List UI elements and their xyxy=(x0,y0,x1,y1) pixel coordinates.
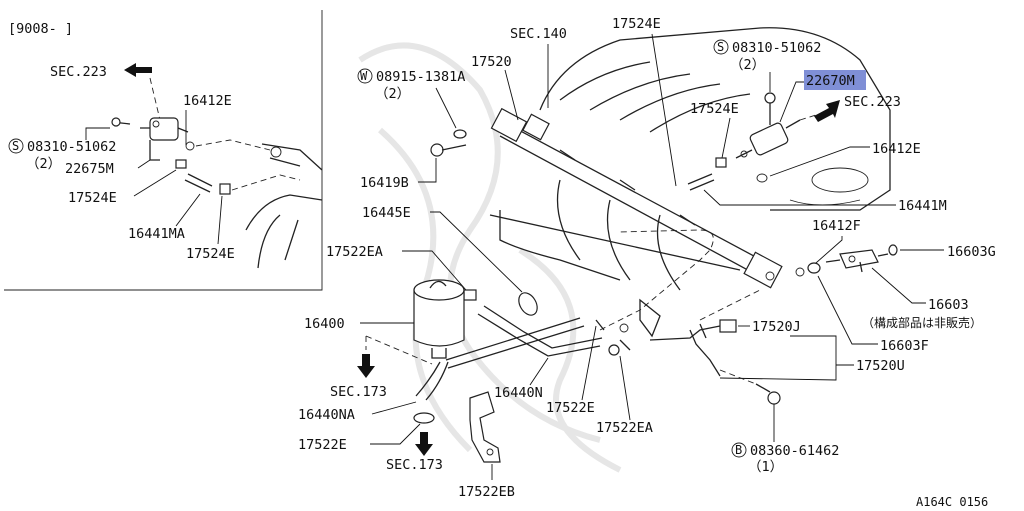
label-17520J: 17520J xyxy=(752,319,801,335)
label-16400: 16400 xyxy=(304,316,345,332)
inset-label-16441MA: 16441MA xyxy=(128,226,185,242)
fuel-filter-16400 xyxy=(413,279,465,359)
inset-label-22675M: 22675M xyxy=(65,161,114,177)
sec-173-arrow-b-icon xyxy=(415,432,433,456)
clip-16445E xyxy=(518,292,538,316)
bolt-top-qty: （2） xyxy=(730,57,765,73)
inset-label-17524E-b: 17524E xyxy=(186,246,235,262)
label-sec-173-a: SEC.173 xyxy=(330,384,387,400)
label-16412F: 16412F xyxy=(812,218,861,234)
label-17522E-bot: 17522E xyxy=(298,437,347,453)
label-17524E-top: 17524E xyxy=(612,16,661,32)
label-16441M: 16441M xyxy=(898,198,947,214)
inset-bolt-code: 08310-51062 xyxy=(27,139,116,155)
sec-173-arrow-a-icon xyxy=(357,354,375,378)
bolt-bottom xyxy=(755,383,781,405)
label-sec-223: SEC.223 xyxy=(844,94,901,110)
label-16412E: 16412E xyxy=(872,141,921,157)
label-17522E-mid: 17522E xyxy=(546,400,595,416)
label-22670M[interactable]: 22670M xyxy=(806,73,855,89)
intake-manifold xyxy=(489,27,891,291)
label-17522EA-top: 17522EA xyxy=(326,244,383,260)
bracket-17522EB xyxy=(469,391,501,463)
washer-code: 08915-1381A xyxy=(376,69,465,85)
label-not-sold-note: （構成部品は非販売） xyxy=(862,315,982,330)
label-17520U: 17520U xyxy=(856,358,905,374)
inset-label-16412E: 16412E xyxy=(183,93,232,109)
washer-qty: （2） xyxy=(375,86,410,102)
label-17522EB: 17522EB xyxy=(458,484,515,500)
inset-label-17524E-a: 17524E xyxy=(68,190,117,206)
fuel-hose-16440N xyxy=(415,305,603,401)
label-17524E-mid: 17524E xyxy=(690,101,739,117)
label-16440N: 16440N xyxy=(494,385,543,401)
label-16603: 16603 xyxy=(928,297,969,313)
bolt-top-code: 08310-51062 xyxy=(732,40,821,56)
inset-bolt-qty: （2） xyxy=(26,156,61,172)
pressure-solenoid-valve xyxy=(735,119,801,159)
inset-arrow-icon xyxy=(124,63,152,77)
label-16603G: 16603G xyxy=(947,244,996,260)
label-17522EA-bot: 17522EA xyxy=(596,420,653,436)
label-sec-173-b: SEC.173 xyxy=(386,457,443,473)
label-16419B: 16419B xyxy=(360,175,409,191)
bolt-bottom-code: 08360-61462 xyxy=(750,443,839,459)
sec-223-arrow-icon xyxy=(814,100,840,122)
inset-solenoid-valve xyxy=(140,117,189,161)
inset-bolt-symbol: S xyxy=(12,139,19,153)
bolt-16419B xyxy=(430,143,467,157)
fuel-rail-17520 xyxy=(490,107,783,289)
highlight-22670M xyxy=(804,70,866,90)
bolt-bottom-qty: （1） xyxy=(748,459,783,475)
bolt-bottom-symbol: B xyxy=(735,443,742,457)
label-16603F: 16603F xyxy=(880,338,929,354)
bolt-top-symbol: S xyxy=(717,40,724,54)
inset-panel: [9008- ] SEC.223 16412E S 08310-51062 （2… xyxy=(4,10,323,291)
inset-date-code: [9008- ] xyxy=(8,21,73,37)
inset-sec-223-label: SEC.223 xyxy=(50,64,107,80)
label-sec-140: SEC.140 xyxy=(510,26,567,42)
figure-code: A164C 0156 xyxy=(916,495,988,509)
label-17520: 17520 xyxy=(471,54,512,70)
bolt-top xyxy=(764,92,776,125)
label-16440NA: 16440NA xyxy=(298,407,355,423)
washer-symbol: W xyxy=(360,69,368,83)
fuel-pipe-assembly xyxy=(649,289,761,377)
injector-16603 xyxy=(825,249,889,273)
label-16445E: 16445E xyxy=(362,205,411,221)
